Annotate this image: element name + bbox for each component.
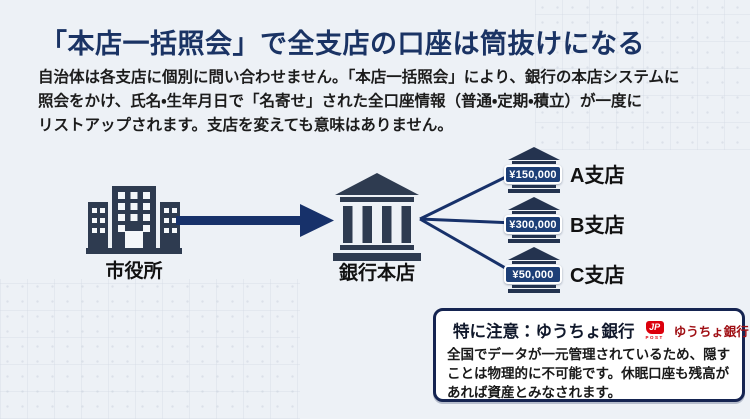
- warning-header: 特に注意：ゆうちょ銀行 JP POST ゆうちょ銀行: [447, 318, 749, 342]
- jp-post-text: POST: [645, 334, 664, 340]
- warning-line-3: あれば資産とみなされます。: [447, 385, 622, 400]
- warning-body: 全国でデータが一元管理されているため、隠す ことは物理的に不可能です。休眠口座も…: [447, 345, 731, 402]
- bank-head-office-icon: [333, 173, 421, 261]
- jp-post-logo-icon: JP POST: [645, 320, 664, 340]
- warning-line-2: ことは物理的に不可能です。休眠口座も残高が: [447, 366, 730, 381]
- jp-mark: JP: [645, 320, 664, 334]
- branch-row-c: ¥50,000 C支店: [504, 246, 704, 294]
- warning-callout: 特に注意：ゆうちょ銀行 JP POST ゆうちょ銀行 全国でデータが一元管理され…: [433, 308, 749, 402]
- branch-label: C支店: [570, 265, 625, 287]
- balance-badge: ¥150,000: [504, 165, 562, 184]
- page-title: 「本店一括照会」で全支店の口座は筒抜けになる: [40, 29, 645, 59]
- yucho-bank-logotype: ゆうちょ銀行: [673, 324, 749, 339]
- intro-line-1: 自治体は各支店に個別に問い合わせません。「本店一括照会」により、銀行の本店システ…: [38, 69, 680, 86]
- intro-paragraph: 自治体は各支店に個別に問い合わせません。「本店一括照会」により、銀行の本店システ…: [38, 66, 679, 138]
- city-hall-label: 市役所: [105, 261, 163, 282]
- intro-line-2: 照会をかけ、氏名・生年月日で「名寄せ」された全口座情報（普通・定期・積立）が一度…: [38, 93, 643, 110]
- fan-connector-lines: [419, 171, 515, 275]
- branch-row-b: ¥300,000 B支店: [504, 196, 704, 244]
- bank-head-office-label: 銀行本店: [338, 263, 415, 284]
- arrow-right-icon: [176, 204, 334, 237]
- circuit-pattern-bottom-left: [0, 279, 300, 419]
- warning-line-1: 全国でデータが一元管理されているため、隠す: [447, 347, 731, 362]
- branch-row-a: ¥150,000 A支店: [504, 146, 704, 194]
- intro-line-3: リストアップされます。支店を変えても意味はありません。: [38, 117, 453, 134]
- balance-badge: ¥300,000: [504, 215, 562, 234]
- warning-title: 特に注意：ゆうちょ銀行: [453, 323, 635, 341]
- balance-badge: ¥50,000: [504, 265, 562, 284]
- branch-label: A支店: [570, 165, 625, 187]
- branch-label: B支店: [570, 215, 625, 237]
- city-hall-icon: [86, 186, 182, 254]
